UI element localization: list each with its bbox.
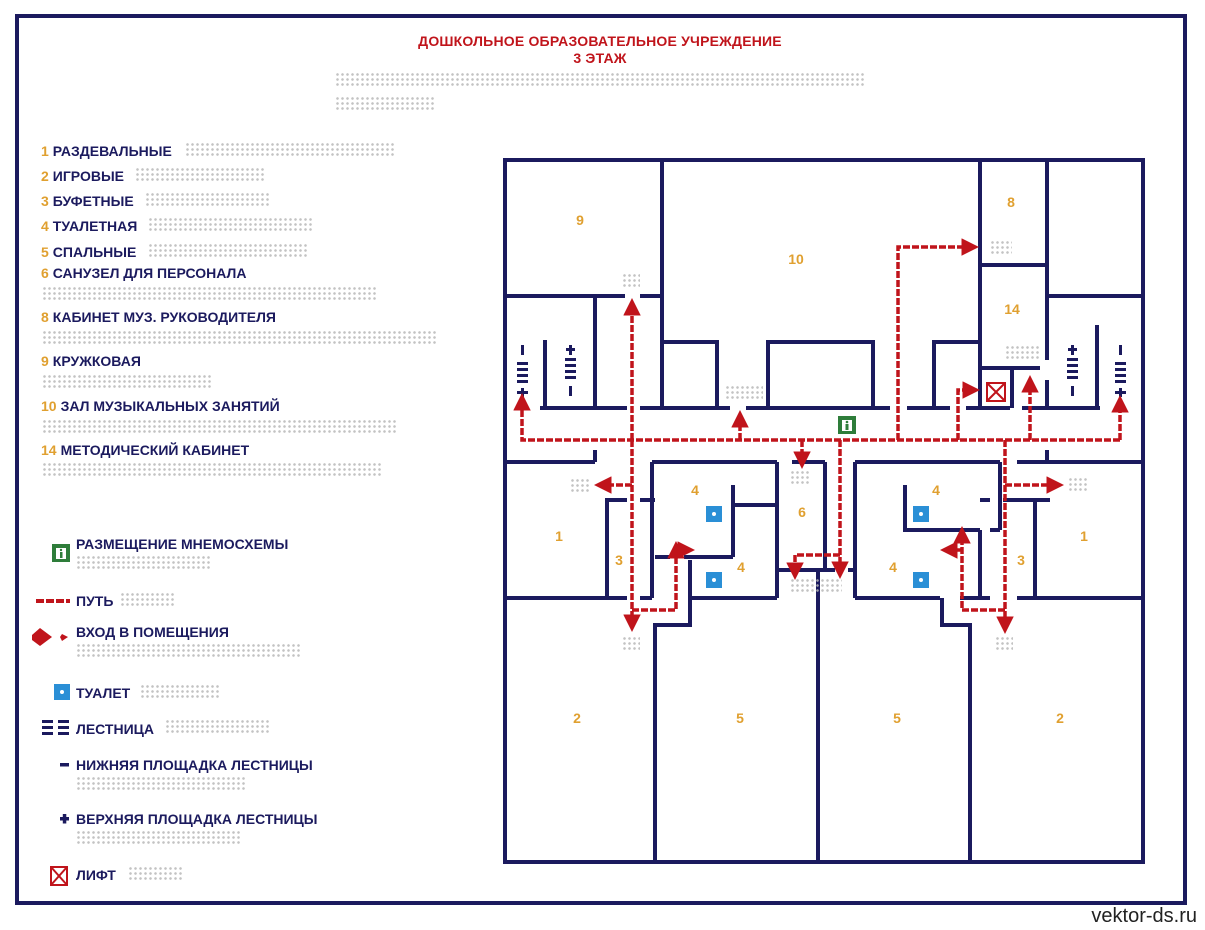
- braille: [148, 243, 308, 257]
- braille: [1068, 477, 1088, 493]
- legend-entry: ВХОД В ПОМЕЩЕНИЯ: [76, 624, 229, 640]
- toilet-icon: [706, 572, 722, 588]
- room-4-label: 4: [737, 559, 745, 575]
- toilet-icon: [706, 506, 722, 522]
- room-6-label: 6: [798, 504, 806, 520]
- braille: [76, 830, 241, 844]
- room-2-label: 2: [573, 710, 581, 726]
- braille-title-2: [335, 96, 435, 110]
- legend-lift: ЛИФТ: [76, 867, 116, 883]
- legend-stairs: ЛЕСТНИЦА: [76, 721, 154, 737]
- stairs-right: [1067, 345, 1126, 397]
- braille-title: [335, 72, 865, 86]
- braille: [42, 374, 212, 388]
- entry-arrow-icon: [32, 628, 68, 646]
- route-path: [513, 238, 1129, 634]
- braille: [120, 592, 175, 606]
- room-2-label: 2: [1056, 710, 1064, 726]
- braille: [148, 217, 313, 231]
- room-3-label: 3: [615, 552, 623, 568]
- room-9-label: 9: [576, 212, 584, 228]
- braille: [42, 330, 437, 344]
- room-1-label: 1: [1080, 528, 1088, 544]
- braille: [622, 273, 640, 289]
- room-4-label: 4: [691, 482, 699, 498]
- legend-lower-landing: НИЖНЯЯ ПЛОЩАДКА ЛЕСТНИЦЫ: [76, 757, 313, 773]
- braille: [1005, 345, 1041, 359]
- room-numbers: 9 10 8 14 1 3 4 4 6 4 4 3 1 2 5 5 2: [555, 194, 1088, 726]
- braille: [42, 419, 397, 433]
- braille: [42, 286, 377, 300]
- room-4-label: 4: [932, 482, 940, 498]
- room-5-label: 5: [893, 710, 901, 726]
- floor-title: 3 ЭТАЖ: [573, 50, 627, 66]
- room-4-label: 4: [889, 559, 897, 575]
- room-1-label: 1: [555, 528, 563, 544]
- braille: [622, 636, 640, 652]
- room-8-label: 8: [1007, 194, 1015, 210]
- room-5-label: 5: [736, 710, 744, 726]
- room-3-label: 3: [1017, 552, 1025, 568]
- lower-landing-icon: [60, 763, 69, 767]
- braille: [990, 240, 1012, 254]
- toilet-icon: [913, 506, 929, 522]
- toilet-icon: [54, 684, 70, 700]
- website-watermark: vektor-ds.ru: [1091, 905, 1197, 927]
- toilet-icon: [913, 572, 929, 588]
- stairs-left: [517, 345, 576, 397]
- room-10-label: 10: [788, 251, 804, 267]
- upper-landing-icon: [60, 814, 69, 824]
- room-14-label: 14: [1004, 301, 1020, 317]
- sign-frame: [15, 14, 1187, 905]
- braille: [42, 462, 382, 476]
- braille: [145, 192, 270, 206]
- braille: [76, 555, 211, 569]
- toilet-icons: [706, 506, 929, 588]
- braille: [135, 167, 265, 181]
- braille: [140, 684, 220, 698]
- stairs-icon: [42, 720, 69, 735]
- legend-toilet: ТУАЛЕТ: [76, 685, 131, 701]
- page-title: ДОШКОЛЬНОЕ ОБРАЗОВАТЕЛЬНОЕ УЧРЕЖДЕНИЕ: [418, 33, 782, 49]
- legend-path: ПУТЬ: [76, 593, 114, 609]
- braille: [165, 719, 270, 733]
- mnemo-icon: [838, 416, 856, 434]
- braille: [128, 866, 183, 880]
- mnemo-icon: [52, 544, 70, 562]
- legend-mnemo: РАЗМЕЩЕНИЕ МНЕМОСХЕМЫ: [76, 536, 289, 552]
- braille: [790, 578, 842, 594]
- legend-upper-landing: ВЕРХНЯЯ ПЛОЩАДКА ЛЕСТНИЦЫ: [76, 811, 318, 827]
- lift-icon: [986, 382, 1006, 402]
- lift-icon: [50, 866, 68, 886]
- braille: [995, 636, 1013, 652]
- braille: [76, 776, 246, 790]
- braille: [76, 643, 301, 657]
- braille: [570, 478, 590, 494]
- walls: [503, 158, 1145, 864]
- braille: [790, 470, 810, 486]
- braille: [185, 142, 395, 156]
- braille: [725, 385, 763, 401]
